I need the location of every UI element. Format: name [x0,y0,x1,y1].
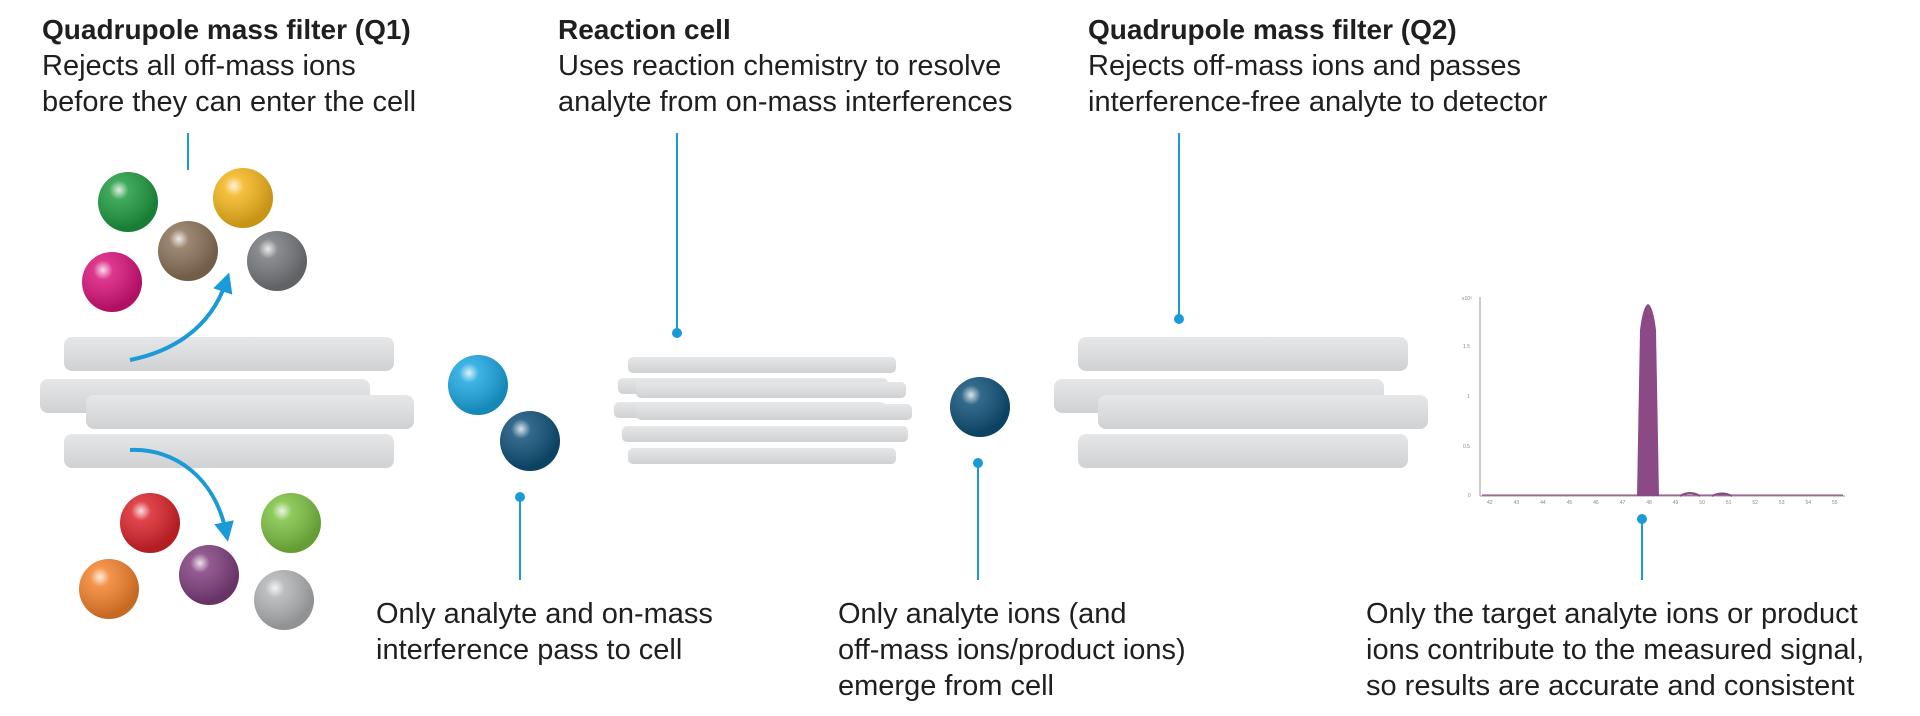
q1-rods [40,337,414,468]
cell-rod [628,448,896,464]
ion-purple [179,545,239,605]
pass-line-1: Only analyte and on-mass [376,598,713,630]
ion-orange [79,559,139,619]
ion-navy-analyte [500,411,560,471]
spectrum-y-exponent: x10³ [1462,296,1472,302]
ion-brown [158,221,218,281]
spectrum-y-tick: 1 [1467,394,1470,400]
q2-rods [1054,337,1428,468]
spectrum-x-tick: 46 [1593,500,1599,506]
spectrum-x-tick: 54 [1805,500,1811,506]
q1-desc-line-2: before they can enter the cell [42,86,417,118]
ion-red [120,493,180,553]
ion-yellow [213,168,273,228]
q1-rod [64,337,394,371]
spectrum-y-tick: 1.5 [1463,344,1470,350]
cell-title: Reaction cell [558,14,731,45]
ion-green [98,172,158,232]
cell-rod [636,382,906,398]
q1-rod [86,395,414,429]
cell-rod [628,357,896,373]
q1-rod [64,434,394,468]
cell-rod [638,426,908,442]
pass-line-2: interference pass to cell [376,634,683,666]
spectrum-x-tick: 55 [1832,500,1838,506]
spectrum-x-tick: 53 [1779,500,1785,506]
signal-leader-dot [1637,514,1647,524]
signal-line-3: so results are accurate and consistent [1366,670,1855,702]
q1-desc-line-1: Rejects all off-mass ions [42,50,356,82]
ion-magenta [82,252,142,312]
signal-label: Only the target analyte ions or product … [1366,596,1864,704]
reaction-cell-rods [614,357,912,464]
reject-arrow-up [129,272,233,362]
pass-leader-dot [515,492,525,502]
reject-arrow-down [129,447,234,542]
spectrum-x-tick: 47 [1620,500,1626,506]
spectrum-x-tick: 51 [1726,500,1732,506]
q1-label: Quadrupole mass filter (Q1) Rejects all … [42,12,416,120]
q2-desc-line-2: interference-free analyte to detector [1088,86,1548,118]
leader-lines [187,133,1647,580]
signal-line-1: Only the target analyte ions or product [1366,598,1858,630]
q2-rod [1078,434,1408,468]
emerge-label: Only analyte ions (and off-mass ions/pro… [838,596,1186,704]
spectrum-x-tick: 49 [1673,500,1679,506]
spectrum-x-tick: 45 [1567,500,1573,506]
emerge-leader-dot [973,458,983,468]
q2-rod [1098,395,1428,429]
cell-rod [636,404,912,420]
signal-line-2: ions contribute to the measured signal, [1366,634,1865,666]
cell-desc-line-2: analyte from on-mass interferences [558,86,1013,118]
spectrum-x-tick: 48 [1646,500,1652,506]
spectrum-y-tick: 0 [1468,493,1471,499]
ion-lime [261,493,321,553]
ion-silver [254,570,314,630]
emerge-line-1: Only analyte ions (and [838,598,1127,630]
q2-rod [1078,337,1408,371]
spectrum-y-tick: 0.5 [1463,444,1470,450]
spectrum-x-tick: 52 [1752,500,1758,506]
emerge-line-3: emerge from cell [838,670,1054,702]
spectrum-x-tick: 42 [1487,500,1493,506]
ion-navy-emerged [950,377,1010,437]
q2-leader-dot [1174,314,1184,324]
spectrum-x-tick: 44 [1540,500,1546,506]
pass-label: Only analyte and on-mass interference pa… [376,596,713,668]
cell-desc-line-1: Uses reaction chemistry to resolve [558,50,1002,82]
q2-desc-line-1: Rejects off-mass ions and passes [1088,50,1522,82]
q2-label: Quadrupole mass filter (Q2) Rejects off-… [1088,12,1547,120]
cell-label: Reaction cell Uses reaction chemistry to… [558,12,1013,120]
spectrum-x-tick: 50 [1699,500,1705,506]
ion-cyan [448,355,508,415]
spectrum-peak [1637,304,1659,496]
spectrum-x-ticks: 42 43 44 45 46 47 48 49 50 51 52 53 54 55 [1487,500,1838,506]
q2-title: Quadrupole mass filter (Q2) [1088,14,1457,45]
q1-title: Quadrupole mass filter (Q1) [42,14,411,45]
spectrum-x-tick: 43 [1514,500,1520,506]
spectrum-plot: x10³ 1.5 1 0.5 0 42 43 44 45 46 47 48 49 50 51 52 5… [1462,296,1845,506]
emerge-line-2: off-mass ions/product ions) [838,634,1186,666]
cell-leader-dot [672,328,682,338]
ions [79,168,1010,630]
ion-gray [247,231,307,291]
